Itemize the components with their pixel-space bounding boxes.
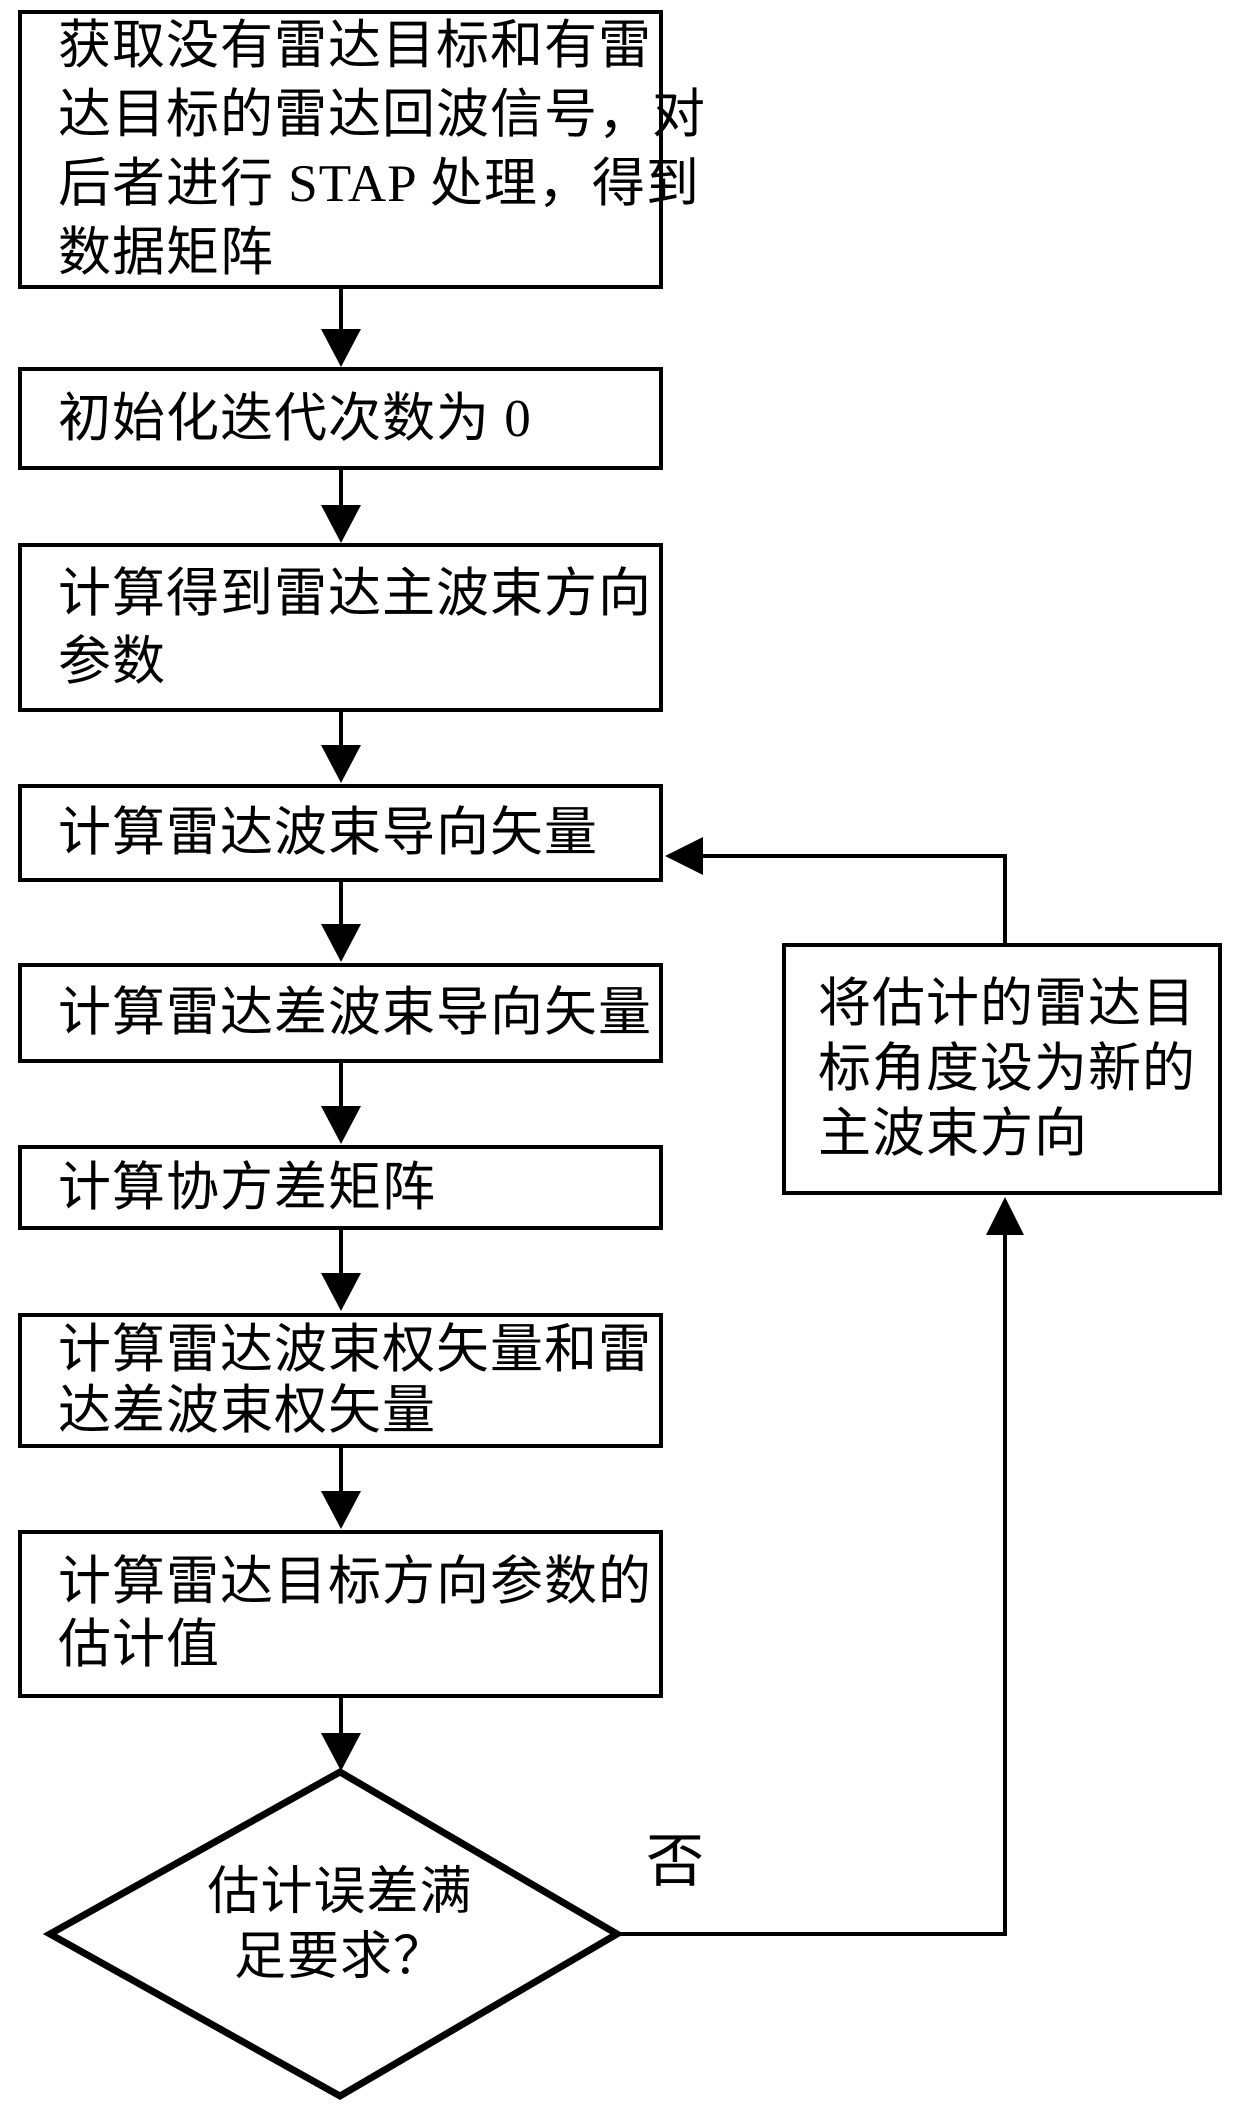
feedback-text-line: 标角度设为新的 (818, 1039, 1196, 1098)
step-box-beam-weight-vectors: 计算雷达波束权矢量和雷 达差波束权矢量 (18, 1313, 663, 1448)
step-text-line: 估计值 (58, 1616, 220, 1674)
step-box-covariance-matrix: 计算协方差矩阵 (18, 1145, 663, 1230)
feedback-text-line: 将估计的雷达目 (818, 974, 1196, 1033)
flow-arrow-8 (321, 1698, 361, 1771)
decision-text-line: 估计误差满 (207, 1864, 473, 1921)
step-box-init-iteration: 初始化迭代次数为 0 (18, 367, 663, 470)
step-box-acquire-signal: 获取没有雷达目标和有雷 达目标的雷达回波信号，对 后者进行 STAP 处理，得到… (18, 10, 706, 289)
step-text-line: 获取没有雷达目标和有雷 (58, 16, 652, 75)
step-box-beam-steering-vector: 计算雷达波束导向矢量 (18, 784, 663, 882)
step-text-line: 计算雷达目标方向参数的 (58, 1553, 652, 1611)
no-branch-label: 否 (646, 1829, 705, 1894)
step-text-line: 达目标的雷达回波信号，对 (58, 85, 706, 144)
step-box-target-direction-estimate: 计算雷达目标方向参数的 估计值 (18, 1530, 663, 1698)
step-text-line: 计算协方差矩阵 (58, 1158, 436, 1217)
step-text-line: 计算得到雷达主波束方向 (58, 564, 652, 623)
step-text-line: 数据矩阵 (58, 223, 274, 282)
step-text-line: 达差波束权矢量 (58, 1381, 436, 1440)
flow-arrow-1 (321, 289, 361, 367)
feedback-text-line: 主波束方向 (818, 1104, 1088, 1163)
step-text-line: 初始化迭代次数为 0 (58, 389, 532, 448)
step-text-line: 计算雷达差波束导向矢量 (58, 984, 652, 1042)
step-box-main-beam-direction: 计算得到雷达主波束方向 参数 (18, 543, 663, 712)
step-text-line: 后者进行 STAP 处理，得到 (58, 154, 700, 213)
feedback-connector-bottom (617, 1197, 1024, 1936)
step-text-line: 计算雷达波束导向矢量 (58, 804, 598, 862)
step-text-line: 计算雷达波束权矢量和雷 (58, 1320, 652, 1379)
flow-arrow-4 (321, 882, 361, 962)
flow-arrow-6 (321, 1230, 361, 1311)
feedback-connector-top (665, 837, 1007, 943)
decision-text: 估计误差满 足要求？ (150, 1860, 530, 1990)
step-text-line: 参数 (58, 632, 166, 691)
decision-text-line: 足要求？ (233, 1929, 446, 1986)
flow-arrow-2 (321, 470, 361, 543)
decision-diamond-shape (42, 1767, 624, 2101)
flow-arrow-5 (321, 1063, 361, 1144)
feedback-box-set-new-main-beam: 将估计的雷达目 标角度设为新的 主波束方向 (782, 943, 1222, 1195)
flow-arrow-7 (321, 1448, 361, 1529)
step-box-diff-beam-steering-vector: 计算雷达差波束导向矢量 (18, 963, 663, 1063)
flow-arrow-3 (321, 712, 361, 783)
